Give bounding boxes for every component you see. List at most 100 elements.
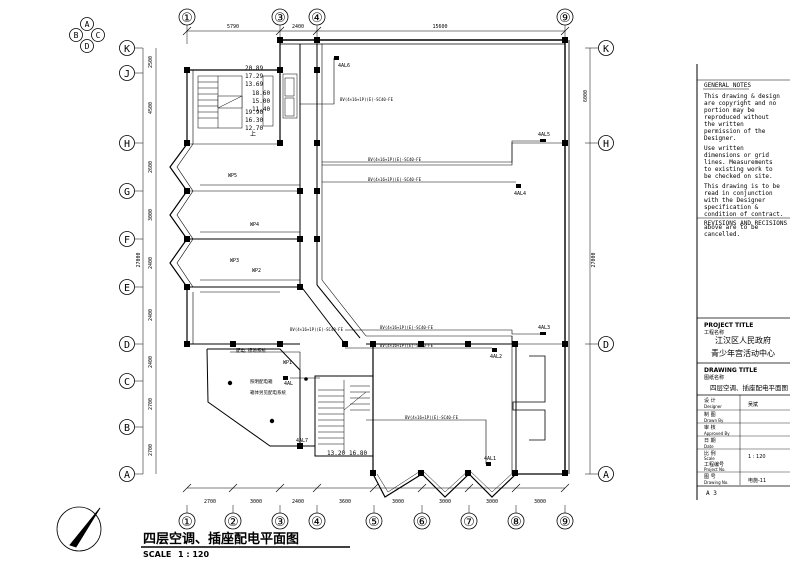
dim-left-7: 2700 xyxy=(148,398,154,410)
elev-1729: 17.29 xyxy=(245,73,263,80)
note-line-0: This drawing & design xyxy=(704,93,780,100)
general-notes-heading: GENERAL NOTES xyxy=(704,82,751,89)
note-line-12: be checked on site. xyxy=(704,173,773,180)
stair-upper xyxy=(197,73,298,129)
drawing-name: 四层空调、插座配电平面图 xyxy=(710,383,788,392)
row-date-cn: 日 期 xyxy=(704,438,716,444)
compass-letter-d: D xyxy=(85,42,90,51)
row-drawingno-en: Drawing No. xyxy=(704,480,729,485)
grid-bottom-5: ⑤ xyxy=(368,515,380,530)
circuit-label-6: BV(4×16+1P)(E)-SC40-FE xyxy=(405,415,459,420)
note-line-4: the written xyxy=(704,121,744,128)
dim-bottom-6: 3000 xyxy=(486,499,498,505)
dimension-line-top: 5790 2400 15600 xyxy=(182,24,570,36)
panel-4al: 4AL xyxy=(284,381,293,387)
grid-bottom-8: ⑧ xyxy=(510,515,522,530)
row-approved-en: Approved By xyxy=(704,431,730,436)
room-annotations: 配电, 接地系统 照明配电箱 箱体另见配电系统 xyxy=(227,347,308,424)
note-line-5: permission of the xyxy=(704,128,766,135)
wp4-label: WP4 xyxy=(250,222,259,228)
elev-1320: 13.20 xyxy=(327,450,345,457)
elev-1630: 16.30 xyxy=(245,117,263,124)
note-line-18: condition of contract. xyxy=(704,211,783,218)
wp2-label: WP2 xyxy=(252,268,261,274)
panel-4al7: 4AL7 xyxy=(296,438,308,444)
grid-left-f: F xyxy=(124,235,130,246)
grid-axis-left: K J H G F E D C B A 2500 4500 2600 3000 … xyxy=(119,40,157,482)
note-line-17: specification & xyxy=(704,204,759,211)
wp5-label: WP5 xyxy=(228,173,237,179)
dim-top-0: 5790 xyxy=(227,24,239,30)
grid-left-c: C xyxy=(124,377,130,388)
stair-lower xyxy=(318,380,370,452)
grid-right-d: D xyxy=(603,340,609,351)
distribution-panels: 4AL6 4AL5 4AL4 4AL3 4AL2 4AL1 4AL7 4AL xyxy=(283,56,550,466)
dim-left-2: 2600 xyxy=(148,161,154,173)
wp3-label: WP3 xyxy=(230,258,239,264)
drawing-title-cn-label: 图纸名称 xyxy=(704,374,724,381)
north-arrow xyxy=(56,506,102,552)
elev-1140: 11.40 xyxy=(252,106,270,113)
dim-left-6: 2400 xyxy=(148,356,154,368)
compass-letter-b: B xyxy=(74,31,79,40)
circuit-label-4: BV(4×16+1P)(E)-SC40-FE xyxy=(380,325,434,330)
elev-1990: 19.90 xyxy=(245,109,263,116)
grid-bottom-9: ⑨ xyxy=(559,515,571,530)
project-title-cn-label: 工程名称 xyxy=(704,329,724,336)
circuit-labels: BV(4×16+1P)(E)-SC40-FE BV(4×16+1P)(E)-SC… xyxy=(290,97,459,420)
row-drawingno-cn: 图 号 xyxy=(704,474,716,480)
note-line-10: lines. Measurements xyxy=(704,159,773,166)
wp-labels: WP5 WP4 WP3 WP2 WP1 xyxy=(228,173,292,366)
dim-left-5: 2400 xyxy=(148,309,154,321)
grid-left-e: E xyxy=(124,283,130,294)
project-name-line2: 青少年宫活动中心 xyxy=(711,348,775,358)
note-line-2: portion may be xyxy=(704,107,755,114)
grid-top-3: ③ xyxy=(274,11,286,26)
stair-up-label: 上 xyxy=(250,130,256,138)
elev-1369: 13.69 xyxy=(245,81,263,88)
dim-left-1: 4500 xyxy=(148,102,154,114)
stair-upper-elevations: 20.89 17.29 13.69 19.90 16.30 12.70 上 18… xyxy=(245,65,270,138)
panel-4al6: 4AL6 xyxy=(338,63,350,69)
elev-1680: 16.80 xyxy=(349,450,367,457)
row-scale-cn: 比 例 xyxy=(704,450,716,457)
dim-top-2: 15600 xyxy=(432,24,447,30)
dim-left-3: 3000 xyxy=(148,209,154,221)
compass-key: A B C D xyxy=(69,17,105,53)
dim-left-8: 2700 xyxy=(148,444,154,456)
elev-1860: 18.60 xyxy=(252,90,270,97)
circuit-label-7: BV(4×16+1P)(E)-SC40-FE xyxy=(290,327,344,332)
note-line-16: with the Designer xyxy=(704,197,766,204)
dim-right-0: 6000 xyxy=(583,90,589,102)
row-scale-value: 1 : 120 xyxy=(748,454,766,460)
dim-left-4: 2400 xyxy=(148,257,154,269)
dim-bottom-3: 3600 xyxy=(339,499,351,505)
panel-4al3: 4AL3 xyxy=(538,325,550,331)
row-designer-value: 吴斌 xyxy=(748,401,758,408)
note-line-11: to existing work to xyxy=(704,166,773,173)
note-line-14: This drawing is to be xyxy=(704,183,780,190)
panel-4al5: 4AL5 xyxy=(538,132,550,138)
row-projno-en: Project No. xyxy=(704,467,726,472)
note-line-15: read in conjunction xyxy=(704,190,773,197)
title-block: GENERAL NOTES This drawing & design are … xyxy=(696,64,790,500)
elev-1500: 15.00 xyxy=(252,98,270,105)
row-drawn-cn: 制 图 xyxy=(704,411,716,418)
grid-bottom-3: ③ xyxy=(274,515,286,530)
grid-left-d: D xyxy=(124,340,130,351)
dim-bottom-1: 3000 xyxy=(250,499,262,505)
grid-left-b: B xyxy=(124,423,130,434)
row-projno-cn: 工程编号 xyxy=(704,461,724,468)
revisions-note-1: cancelled. xyxy=(704,231,740,238)
grid-left-a: A xyxy=(124,470,130,481)
grid-axis-bottom: 2700 3000 2400 3600 3000 3000 3000 3000 … xyxy=(178,483,574,530)
dim-right-1: 27000 xyxy=(591,252,597,267)
grid-bottom-6: ⑥ xyxy=(416,515,428,530)
room-note-line2: 箱体另见配电系统 xyxy=(250,389,286,396)
grid-bottom-7: ⑦ xyxy=(463,515,475,530)
grid-left-j: J xyxy=(124,69,130,80)
dim-top-1: 2400 xyxy=(292,24,304,30)
grid-left-g: G xyxy=(124,187,130,198)
circuit-label-5: BV(4×16+1P)(E)-SC40-FE xyxy=(380,343,434,348)
